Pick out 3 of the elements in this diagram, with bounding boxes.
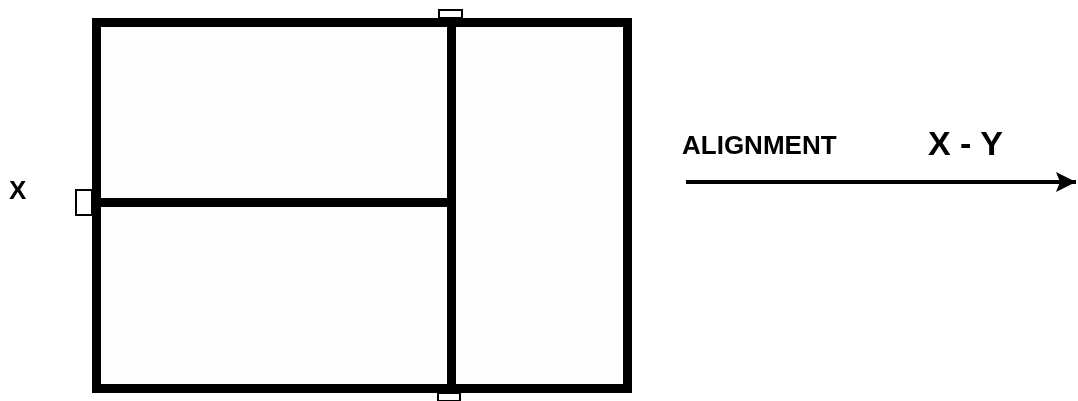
axis-label: X	[9, 177, 27, 203]
axis-pair-label: X - Y	[928, 126, 1003, 160]
alignment-label: ALIGNMENT	[682, 132, 837, 158]
